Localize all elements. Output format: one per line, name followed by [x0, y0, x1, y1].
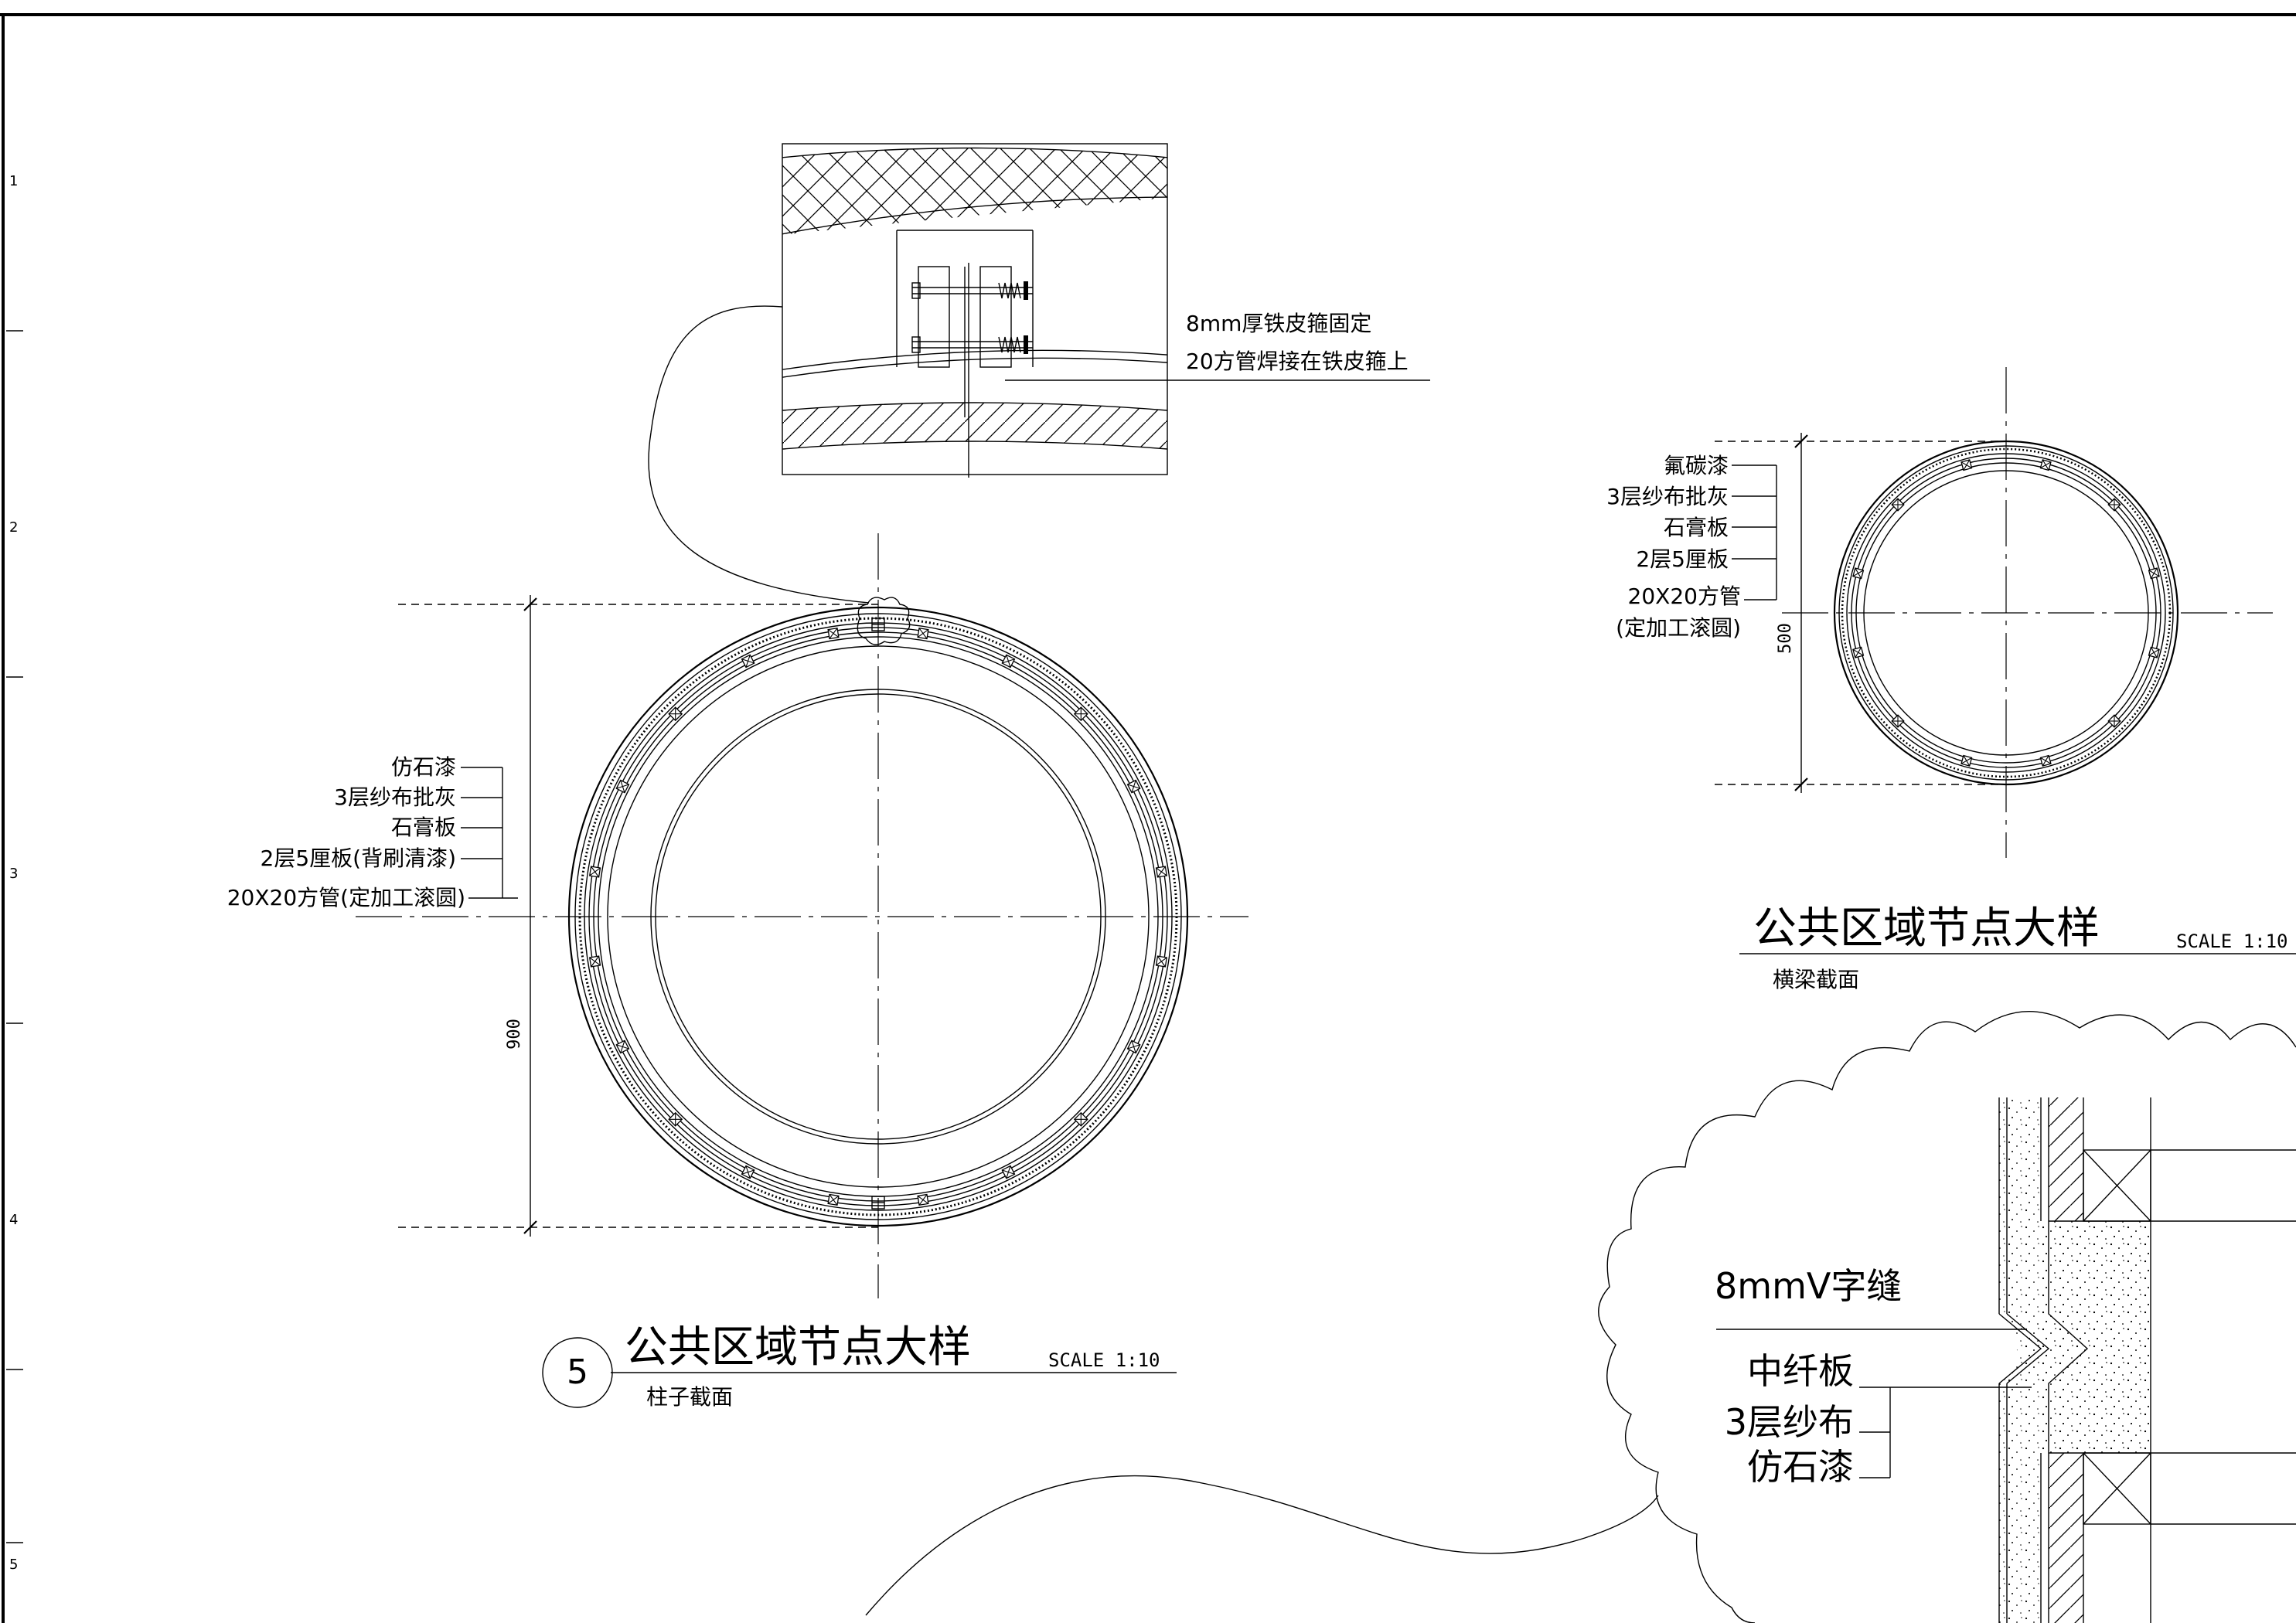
square-tube-marker [917, 627, 929, 640]
row-marker: 5 [9, 1557, 18, 1573]
detail-subtitle: 柱子截面 [646, 1384, 733, 1410]
square-tube-marker [1001, 654, 1016, 669]
square-tube-marker [615, 1039, 630, 1054]
beam-detail-subtitle: 横梁截面 [1773, 967, 1859, 992]
label-custom-rolled: (定加工滚圆) [1616, 615, 1741, 641]
square-tube-marker [615, 779, 630, 794]
revision-cloud-large [1598, 1010, 2296, 1623]
dimension-500: 500 [1715, 433, 2006, 793]
sheet-frame: 1 2 3 4 5 [0, 13, 2296, 1623]
v-joint-detail: 8mmV字缝 中纤板 3层纱布 仿石漆 [865, 1010, 2296, 1623]
label-gypsum-board: 石膏板 [1664, 515, 1729, 540]
dimension-900: 900 [398, 595, 878, 1237]
square-tube-marker [1891, 498, 1905, 512]
row-marker: 3 [9, 866, 18, 882]
square-tube-marker [917, 1193, 929, 1206]
square-tube-marker [1960, 459, 1973, 471]
square-tube-marker [1126, 779, 1141, 794]
leader-to-clip-detail [648, 305, 870, 604]
detail-scale: SCALE 1:10 [1048, 1349, 1160, 1371]
square-tube-markers [1852, 459, 2160, 767]
label-mdf-board: 中纤板 [1747, 1350, 1854, 1392]
square-tube-marker [1155, 955, 1168, 968]
label-gauze: 3层纱布 [1725, 1401, 1854, 1443]
column-title-block: 5 公共区域节点大样 SCALE 1:10 柱子截面 [542, 1322, 1177, 1410]
row-marker: 4 [9, 1212, 18, 1228]
row-marker: 1 [9, 173, 18, 189]
square-tube-marker [1891, 714, 1905, 728]
dimension-value: 500 [1776, 623, 1795, 654]
square-tube-marker [1073, 1111, 1088, 1127]
square-tube-marker [741, 654, 755, 669]
label-stone-paint: 仿石漆 [391, 754, 456, 780]
label-plywood: 2层5厘板(背刷清漆) [261, 846, 456, 871]
square-tube-marker [1073, 706, 1088, 722]
revision-cloud-small [857, 597, 911, 645]
detail-number: 5 [567, 1352, 588, 1392]
leader-to-joint-detail [865, 1475, 1659, 1616]
detail-title: 公共区域节点大样 [625, 1322, 971, 1373]
square-tube-marker [1852, 646, 1865, 658]
square-tube-marker [588, 955, 601, 968]
dimension-value: 900 [505, 1019, 524, 1050]
label-square-tube: 20X20方管 [1628, 584, 1741, 609]
square-tube-marker [2039, 459, 2052, 471]
material-labels: 仿石漆 3层纱布批灰 石膏板 2层5厘板(背刷清漆) 20X20方管(定加工滚圆… [227, 754, 518, 910]
label-plywood: 2层5厘板 [1636, 546, 1729, 572]
steel-band-bracket [896, 230, 1034, 478]
beam-title-block: 公共区域节点大样 SCALE 1:10 横梁截面 [1739, 903, 2296, 992]
label-square-tube: 20X20方管(定加工滚圆) [227, 885, 465, 910]
square-tube-marker [2039, 754, 2052, 767]
square-tube-marker [827, 627, 840, 640]
square-tube-marker [1155, 866, 1168, 878]
square-tube-marker [1960, 754, 1973, 767]
square-tube-marker [1852, 567, 1865, 580]
label-gauze-putty: 3层纱布批灰 [334, 784, 456, 810]
label-gauze-putty: 3层纱布批灰 [1606, 484, 1729, 509]
beam-material-labels: 氟碳漆 3层纱布批灰 石膏板 2层5厘板 20X20方管 (定加工滚圆) [1606, 453, 1777, 641]
joint-markers [871, 618, 885, 1210]
square-tube-marker [668, 706, 683, 722]
square-tube-marker [588, 866, 601, 878]
label-stone-paint: 仿石漆 [1747, 1446, 1854, 1488]
square-tube-marker [668, 1111, 683, 1127]
clip-detail: 8mm厚铁皮箍固定 20方管焊接在铁皮箍上 [782, 143, 1430, 478]
clip-note-1: 8mm厚铁皮箍固定 [1186, 311, 1371, 336]
square-tube-marker [1126, 1039, 1141, 1054]
square-tube-marker [827, 1193, 840, 1206]
beam-section-detail: 500 氟碳漆 3层纱布批灰 石膏板 2层5厘板 20X20方管 (定加工滚圆)… [1606, 367, 2296, 992]
beam-detail-title: 公共区域节点大样 [1753, 903, 2100, 954]
row-marker: 2 [9, 519, 18, 536]
label-v-groove: 8mmV字缝 [1715, 1265, 1902, 1307]
square-tube-markers [588, 627, 1168, 1206]
label-fluorocarbon-paint: 氟碳漆 [1664, 453, 1729, 478]
clip-note-2: 20方管焊接在铁皮箍上 [1186, 349, 1409, 374]
label-gypsum-board: 石膏板 [391, 815, 456, 840]
beam-detail-scale: SCALE 1:10 [2176, 931, 2288, 952]
bolt-threads [998, 281, 1028, 354]
square-tube-marker [2148, 567, 2160, 580]
column-section-detail: 900 仿石漆 3层纱布批灰 石膏板 2层5厘板(背刷清漆) 20X20方管(定… [227, 305, 1248, 1410]
square-tube-marker [2107, 714, 2121, 728]
square-tube-marker [741, 1165, 755, 1179]
beam-rings [1833, 440, 2179, 786]
square-tube-marker [2107, 498, 2121, 512]
joint-leaders [1716, 1329, 2032, 1478]
square-tube-marker [1001, 1165, 1016, 1179]
square-tube-marker [2148, 646, 2160, 658]
